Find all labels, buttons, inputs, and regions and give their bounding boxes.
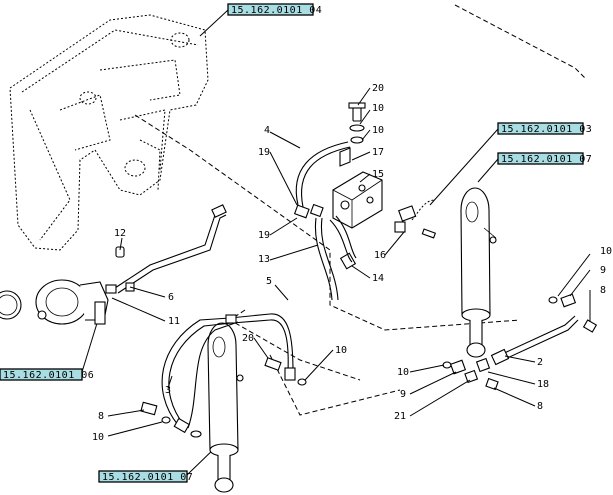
callout-3: 3 [165, 385, 171, 396]
callout-15: 15 [372, 169, 384, 180]
callout-9-lower: 9 [400, 389, 406, 400]
hoses-lower [161, 313, 296, 438]
ref-text-left: 15.162.0101 06 [3, 370, 94, 381]
ref-text-right-upper: 15.162.0101 03 [501, 124, 592, 135]
phantom-outline [134, 4, 586, 416]
lower-bolts [140, 357, 307, 424]
callout-9-right: 9 [600, 265, 606, 276]
ref-box-bottom[interactable]: 15.162.0101 07 [98, 470, 193, 483]
ref-box-left[interactable]: 15.162.0101 06 [0, 368, 94, 381]
callout-19-lower: 19 [258, 230, 270, 241]
callout-18: 18 [537, 379, 549, 390]
chassis-frame [9, 14, 209, 251]
callout-10-top-a: 10 [372, 103, 384, 114]
callout-10-mid: 10 [335, 345, 347, 356]
lift-cylinder-bottom [207, 322, 244, 493]
callout-numbers: 20 10 10 4 17 19 15 19 13 14 16 12 6 11 … [92, 83, 612, 443]
valve-fittings [293, 102, 437, 270]
right-pipe [442, 293, 598, 391]
leader-lines [107, 87, 591, 437]
callout-10-top-b: 10 [372, 125, 384, 136]
ref-box-right-upper[interactable]: 15.162.0101 03 [497, 122, 592, 135]
callout-8-right: 8 [600, 285, 606, 296]
callout-6: 6 [168, 292, 174, 303]
ref-box-right-lower[interactable]: 15.162.0101 07 [497, 152, 592, 165]
callout-10-right: 10 [600, 246, 612, 257]
hoses-upper [295, 141, 436, 301]
lift-cylinder-right [460, 187, 497, 358]
callout-17: 17 [372, 147, 384, 158]
callout-20-bottom: 20 [242, 333, 254, 344]
callout-21: 21 [394, 411, 406, 422]
callout-10-left: 10 [92, 432, 104, 443]
callout-13: 13 [258, 254, 270, 265]
callout-8-left: 8 [98, 411, 104, 422]
callout-20-top: 20 [372, 83, 384, 94]
ref-text-bottom: 15.162.0101 07 [102, 472, 193, 483]
control-valve [332, 171, 383, 229]
ref-text-top: 15.162.0101 04 [231, 5, 322, 16]
callout-10-lower: 10 [397, 367, 409, 378]
ref-text-right-lower: 15.162.0101 07 [501, 154, 592, 165]
callout-12: 12 [114, 228, 126, 239]
callout-11: 11 [168, 316, 180, 327]
callout-5: 5 [266, 276, 272, 287]
ref-box-top[interactable]: 15.162.0101 04 [227, 3, 322, 16]
callout-2: 2 [537, 357, 543, 368]
callout-16: 16 [374, 250, 386, 261]
callout-8-lower: 8 [537, 401, 543, 412]
callout-19-upper: 19 [258, 147, 270, 158]
accumulator [0, 279, 109, 325]
rigid-pipe [105, 204, 227, 294]
callout-14: 14 [372, 273, 384, 284]
callout-4: 4 [264, 125, 270, 136]
